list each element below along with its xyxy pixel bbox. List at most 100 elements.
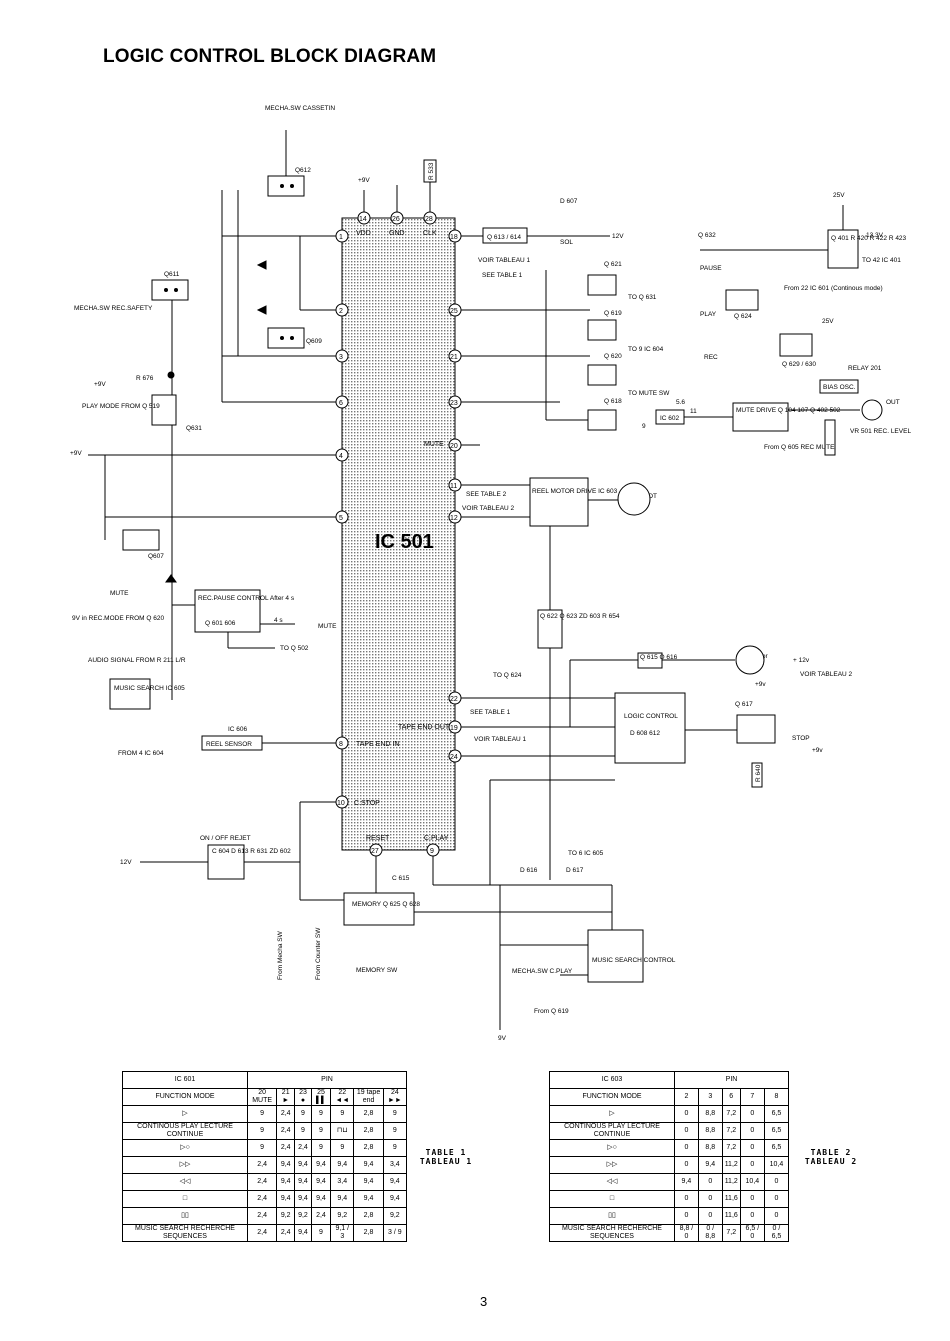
pin-3: 3: [339, 354, 343, 361]
table2-cell-4-1: 0: [697, 1173, 723, 1191]
label-q609: Q609: [306, 338, 322, 345]
table1-cell-0-5: 2,8: [353, 1105, 384, 1123]
table2-cell-7-4: 0 / 6,5: [763, 1224, 790, 1242]
label-bias: BIAS OSC.: [823, 384, 856, 391]
label-v13: 13.3V: [866, 232, 884, 239]
label-play: PLAY: [700, 311, 717, 318]
table1-cell-7-1: 2,4: [276, 1224, 296, 1242]
table-2-caption: TABLE 2 TABLEAU 2: [803, 1148, 859, 1166]
table2-mode-2: ▷○: [549, 1139, 675, 1157]
table-1-caption-text: TABLE 1 TABLEAU 1: [419, 1148, 473, 1166]
label-from-q619: From Q 619: [534, 1008, 569, 1015]
label-rec: REC: [704, 354, 718, 361]
label-q611: Q611: [164, 271, 180, 278]
label-q613: Q 613 / 614: [487, 234, 521, 241]
table1-cell-5-1: 9,4: [276, 1190, 296, 1208]
table1-cell-2-6: 9: [382, 1139, 408, 1157]
label-q629: Q 629 / 630: [782, 361, 816, 368]
reset-label: RESET: [366, 835, 390, 842]
table1-col-header-4: 22 ◄◄: [330, 1088, 355, 1106]
table2-col-header-2: 6: [721, 1088, 741, 1106]
label-onoff: ON / OFF REJET: [200, 835, 251, 842]
tape-end-in-label: TAPE END IN: [356, 741, 399, 748]
label-voir-tableau2: VOIR TABLEAU 2: [462, 505, 515, 512]
label-plus9v: +9V: [94, 381, 106, 388]
table1-cell-4-3: 9,4: [310, 1173, 332, 1191]
table1-cell-3-5: 9,4: [353, 1156, 384, 1174]
label-to-q624: TO Q 624: [493, 672, 522, 679]
pin-19: 19: [450, 725, 458, 732]
table2-cell-2-0: 0: [674, 1139, 699, 1157]
label-mecha-recsafety: MECHA.SW REC.SAFETY: [74, 305, 153, 312]
table2-cell-5-3: 0: [739, 1190, 765, 1208]
label-from-mecha-sw: From Mecha SW: [277, 930, 284, 980]
table1-ic-cell: IC 601: [122, 1071, 248, 1089]
table2-cell-2-4: 6,5: [763, 1139, 790, 1157]
table2-cell-2-2: 7,2: [721, 1139, 741, 1157]
table1-cell-2-1: 2,4: [276, 1139, 296, 1157]
table2-cell-3-1: 9,4: [697, 1156, 723, 1174]
table1-cell-5-6: 9,4: [382, 1190, 408, 1208]
table2-cell-3-4: 10,4: [763, 1156, 790, 1174]
table2-cell-3-0: 0: [674, 1156, 699, 1174]
label-v9d: +9v: [812, 747, 823, 754]
table2-mode-4: ◁◁: [549, 1173, 675, 1191]
pin-27: 27: [371, 848, 379, 855]
table1-cell-6-4: 9,2: [330, 1207, 355, 1225]
label-r640: R 640: [755, 764, 762, 782]
label-voir-tableau2b: VOIR TABLEAU 2: [800, 671, 853, 678]
label-q621: Q 621: [604, 261, 622, 268]
table2-cell-0-0: 0: [674, 1105, 699, 1123]
label-logic-control: LOGIC CONTROL: [624, 713, 678, 720]
table1-col-header-0: 20 MUTE: [246, 1088, 278, 1106]
pin-18: 18: [450, 234, 458, 241]
table1-cell-4-4: 3,4: [330, 1173, 355, 1191]
table2-pin-header: PIN: [674, 1071, 789, 1089]
table1-mode-3: ▷▷: [122, 1156, 248, 1174]
table1-cell-3-3: 9,4: [310, 1156, 332, 1174]
pin-4: 4: [339, 453, 343, 460]
label-from22: From 22 IC 601 (Continous mode): [784, 285, 883, 292]
label-voir-tableau1: VOIR TABLEAU 1: [478, 257, 531, 264]
table1-cell-5-4: 9,4: [330, 1190, 355, 1208]
label-out: OUT: [886, 399, 900, 406]
label-v12c: + 12v: [793, 657, 810, 664]
table2-cell-6-0: 0: [674, 1207, 699, 1225]
label-reel-motor: REEL MOTOR DRIVE IC 603: [532, 488, 618, 495]
table2-cell-0-2: 7,2: [721, 1105, 741, 1123]
label-4s: 4 s: [274, 617, 283, 624]
table1-function-cell: FUNCTION MODE: [122, 1088, 248, 1106]
table2-cell-4-3: 10,4: [739, 1173, 765, 1191]
table1-cell-3-2: 9,4: [294, 1156, 312, 1174]
table1-cell-0-4: 9: [330, 1105, 355, 1123]
pin-6: 6: [339, 400, 343, 407]
pin-20: 20: [450, 443, 458, 450]
table2-cell-4-2: 11,2: [721, 1173, 741, 1191]
label-reel-sensor: REEL SENSOR: [206, 741, 252, 748]
label-audio-signal: AUDIO SIGNAL FROM R 211 L/R: [88, 657, 186, 664]
pin-9: 9: [430, 848, 434, 855]
label-v9e: 9V: [498, 1035, 507, 1042]
pin-22: 22: [450, 696, 458, 703]
label-c615: C 615: [392, 875, 410, 882]
table2-cell-3-3: 0: [739, 1156, 765, 1174]
pin-12: 12: [450, 515, 458, 522]
table1-cell-1-6: 9: [382, 1122, 408, 1140]
table1-cell-3-4: 9,4: [330, 1156, 355, 1174]
table1-cell-3-1: 9,4: [276, 1156, 296, 1174]
label-11: 11: [690, 408, 697, 415]
table2-cell-3-2: 11,2: [721, 1156, 741, 1174]
table2-cell-7-3: 6,5 / 0: [739, 1224, 765, 1242]
pin-24: 24: [450, 754, 458, 761]
pin-2: 2: [339, 308, 343, 315]
table2-cell-5-4: 0: [763, 1190, 790, 1208]
